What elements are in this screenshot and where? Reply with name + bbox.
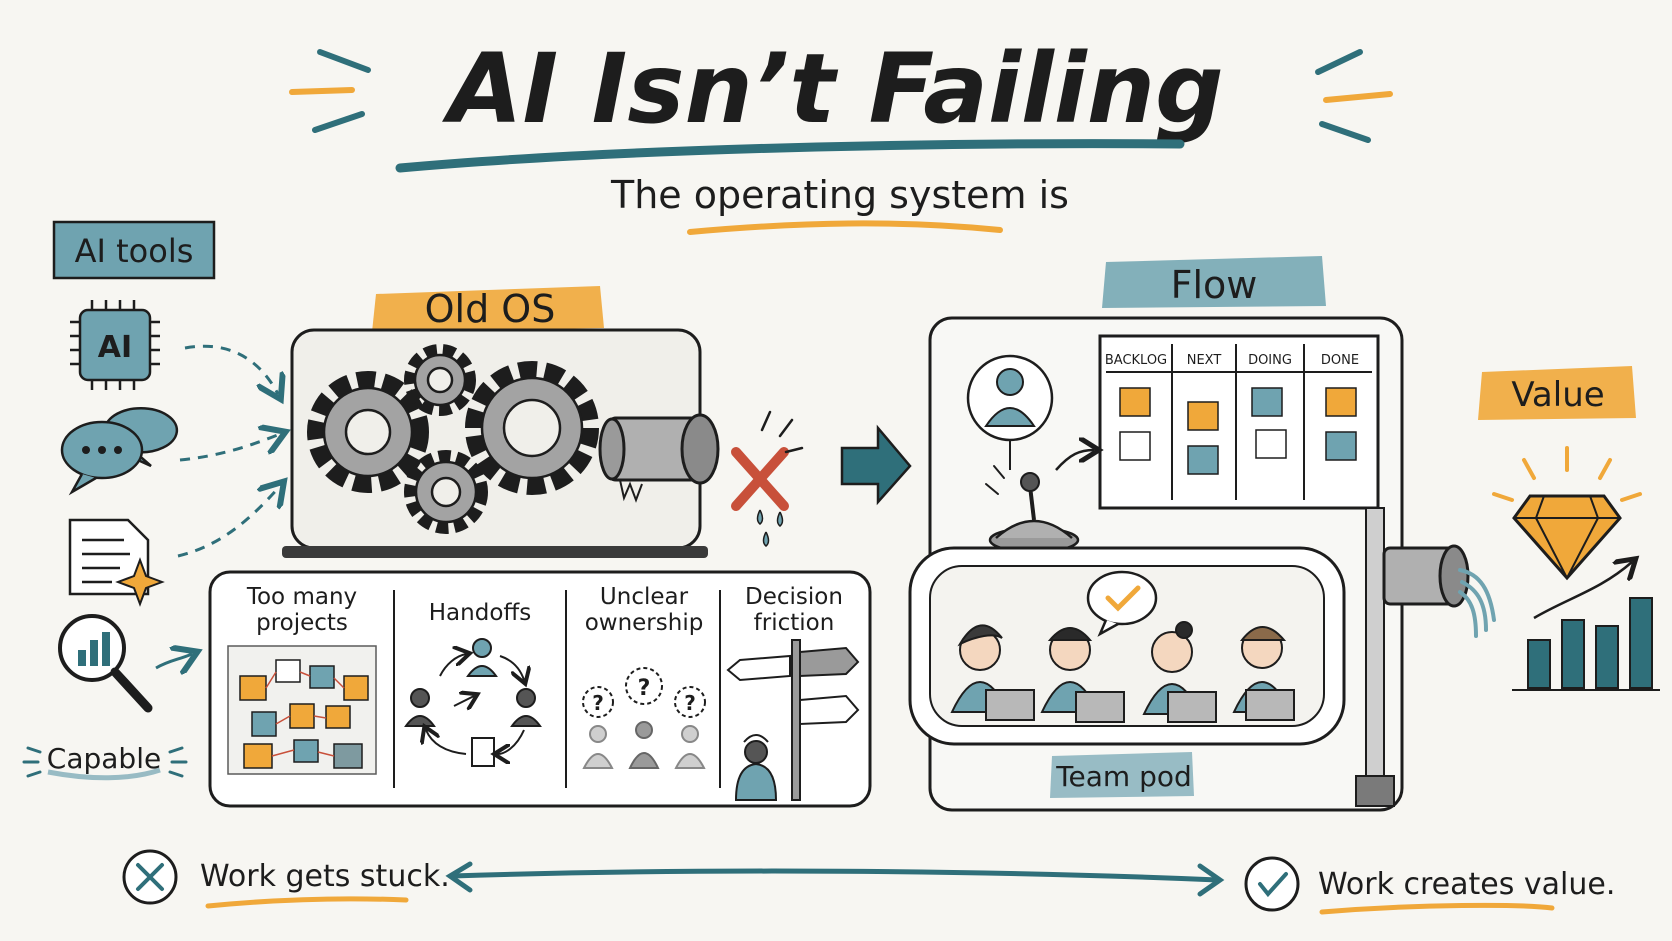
problems-dividers: [393, 590, 721, 788]
ai-chip-icon: AI: [70, 300, 160, 390]
kanban-column-doing: DOING: [1248, 353, 1292, 368]
magnifier-chart-icon: [58, 614, 153, 713]
tool-arrows: [155, 344, 280, 668]
value-label-highlight: [1478, 366, 1636, 420]
title-group: AI Isn’t Failing The operating system is: [289, 33, 1393, 235]
gear-icon: [307, 371, 429, 493]
broken-pipe-icon: [598, 413, 784, 547]
work-stuck-underline: [205, 896, 409, 909]
team-pod-label: Team pod: [1055, 760, 1192, 793]
svg-text:?: ?: [592, 691, 604, 715]
gear-icon: [465, 361, 599, 495]
blocked-x-icon: [731, 447, 789, 511]
transition-arrow-icon: [840, 424, 912, 506]
work-stuck-text: Work gets stuck.: [200, 859, 450, 894]
sticky-notes-board-icon: [227, 645, 377, 775]
question-people-icon: ? ? ?: [582, 667, 706, 769]
growth-bars-icon: [1512, 562, 1660, 691]
work-value-underline: [1319, 902, 1555, 915]
ai-tools-column: AI tools AI: [22, 220, 280, 781]
kanban-column-done: DONE: [1321, 353, 1359, 368]
bottom-strip: Work gets stuck. Work creates value.: [122, 849, 1615, 915]
stuck-x-icon: [122, 849, 178, 905]
problem-line1: Handoffs: [429, 600, 531, 626]
svg-text:?: ?: [684, 691, 696, 715]
ai-tools-label: AI tools: [75, 232, 194, 270]
team-members: [950, 621, 1295, 723]
problem-line2: ownership: [585, 610, 704, 636]
value-label: Value: [1511, 375, 1604, 415]
double-arrow-icon: [445, 861, 1225, 897]
problem-line1: Too many: [246, 584, 357, 610]
ai-tools-label-box: [52, 220, 216, 280]
flow-label-highlight: [1102, 256, 1326, 308]
old-os-monitor-base: [282, 546, 708, 558]
team-pod: Team pod: [908, 546, 1346, 798]
problem-line2: friction: [754, 610, 835, 636]
problem-too-many-projects: Too many projects: [227, 584, 377, 775]
approval-bubble-icon: [1086, 570, 1158, 637]
gear-icon: [404, 344, 476, 416]
svg-text:?: ?: [638, 676, 651, 701]
diamond-icon: [1492, 446, 1642, 581]
kanban-column-next: NEXT: [1187, 353, 1222, 368]
value-section: Value: [1478, 366, 1660, 691]
team-lead-avatar: [966, 354, 1054, 470]
gear-icon: [404, 450, 488, 534]
work-value-text: Work creates value.: [1318, 867, 1615, 902]
title-underline: [395, 139, 1185, 173]
kanban-column-backlog: BACKLOG: [1105, 353, 1167, 368]
problem-line1: Decision: [745, 584, 843, 610]
flow-label: Flow: [1171, 263, 1258, 307]
page-title: AI Isn’t Failing: [441, 33, 1224, 145]
handoff-cycle-icon: [404, 638, 542, 767]
kanban-board: BACKLOG NEXT DOING DONE: [1098, 334, 1380, 510]
old-os-label: Old OS: [425, 287, 556, 331]
flow-section: Flow BACKLOG NEXT DOING DONE: [908, 256, 1496, 812]
document-sparkle-icon: [68, 518, 165, 607]
chat-bubbles-icon: [60, 407, 179, 496]
problem-line1: Unclear: [600, 584, 689, 610]
alert-burst-icon: [760, 410, 804, 454]
page-subtitle: The operating system is: [610, 173, 1069, 217]
team-pod-label-highlight: [1050, 752, 1194, 798]
subtitle-underline: [687, 220, 1003, 235]
ai-chip-label: AI: [98, 330, 132, 365]
old-os-section: Old OS: [208, 286, 872, 808]
signpost-icon: [726, 639, 860, 801]
problem-handoffs: Handoffs: [404, 600, 542, 767]
capable-label: Capable: [47, 742, 161, 775]
problem-decision-friction: Decision friction: [726, 584, 860, 801]
title-accent-right: [1315, 49, 1393, 143]
problem-line2: projects: [256, 610, 348, 636]
old-os-label-highlight: [372, 286, 604, 332]
capable-highlight: [47, 767, 161, 781]
problem-unclear-ownership: Unclear ownership ? ? ?: [582, 584, 706, 769]
capable-accents: [22, 746, 188, 778]
output-pipe-icon: [1355, 507, 1496, 807]
title-accent-left: [289, 49, 371, 133]
value-check-icon: [1244, 856, 1300, 912]
